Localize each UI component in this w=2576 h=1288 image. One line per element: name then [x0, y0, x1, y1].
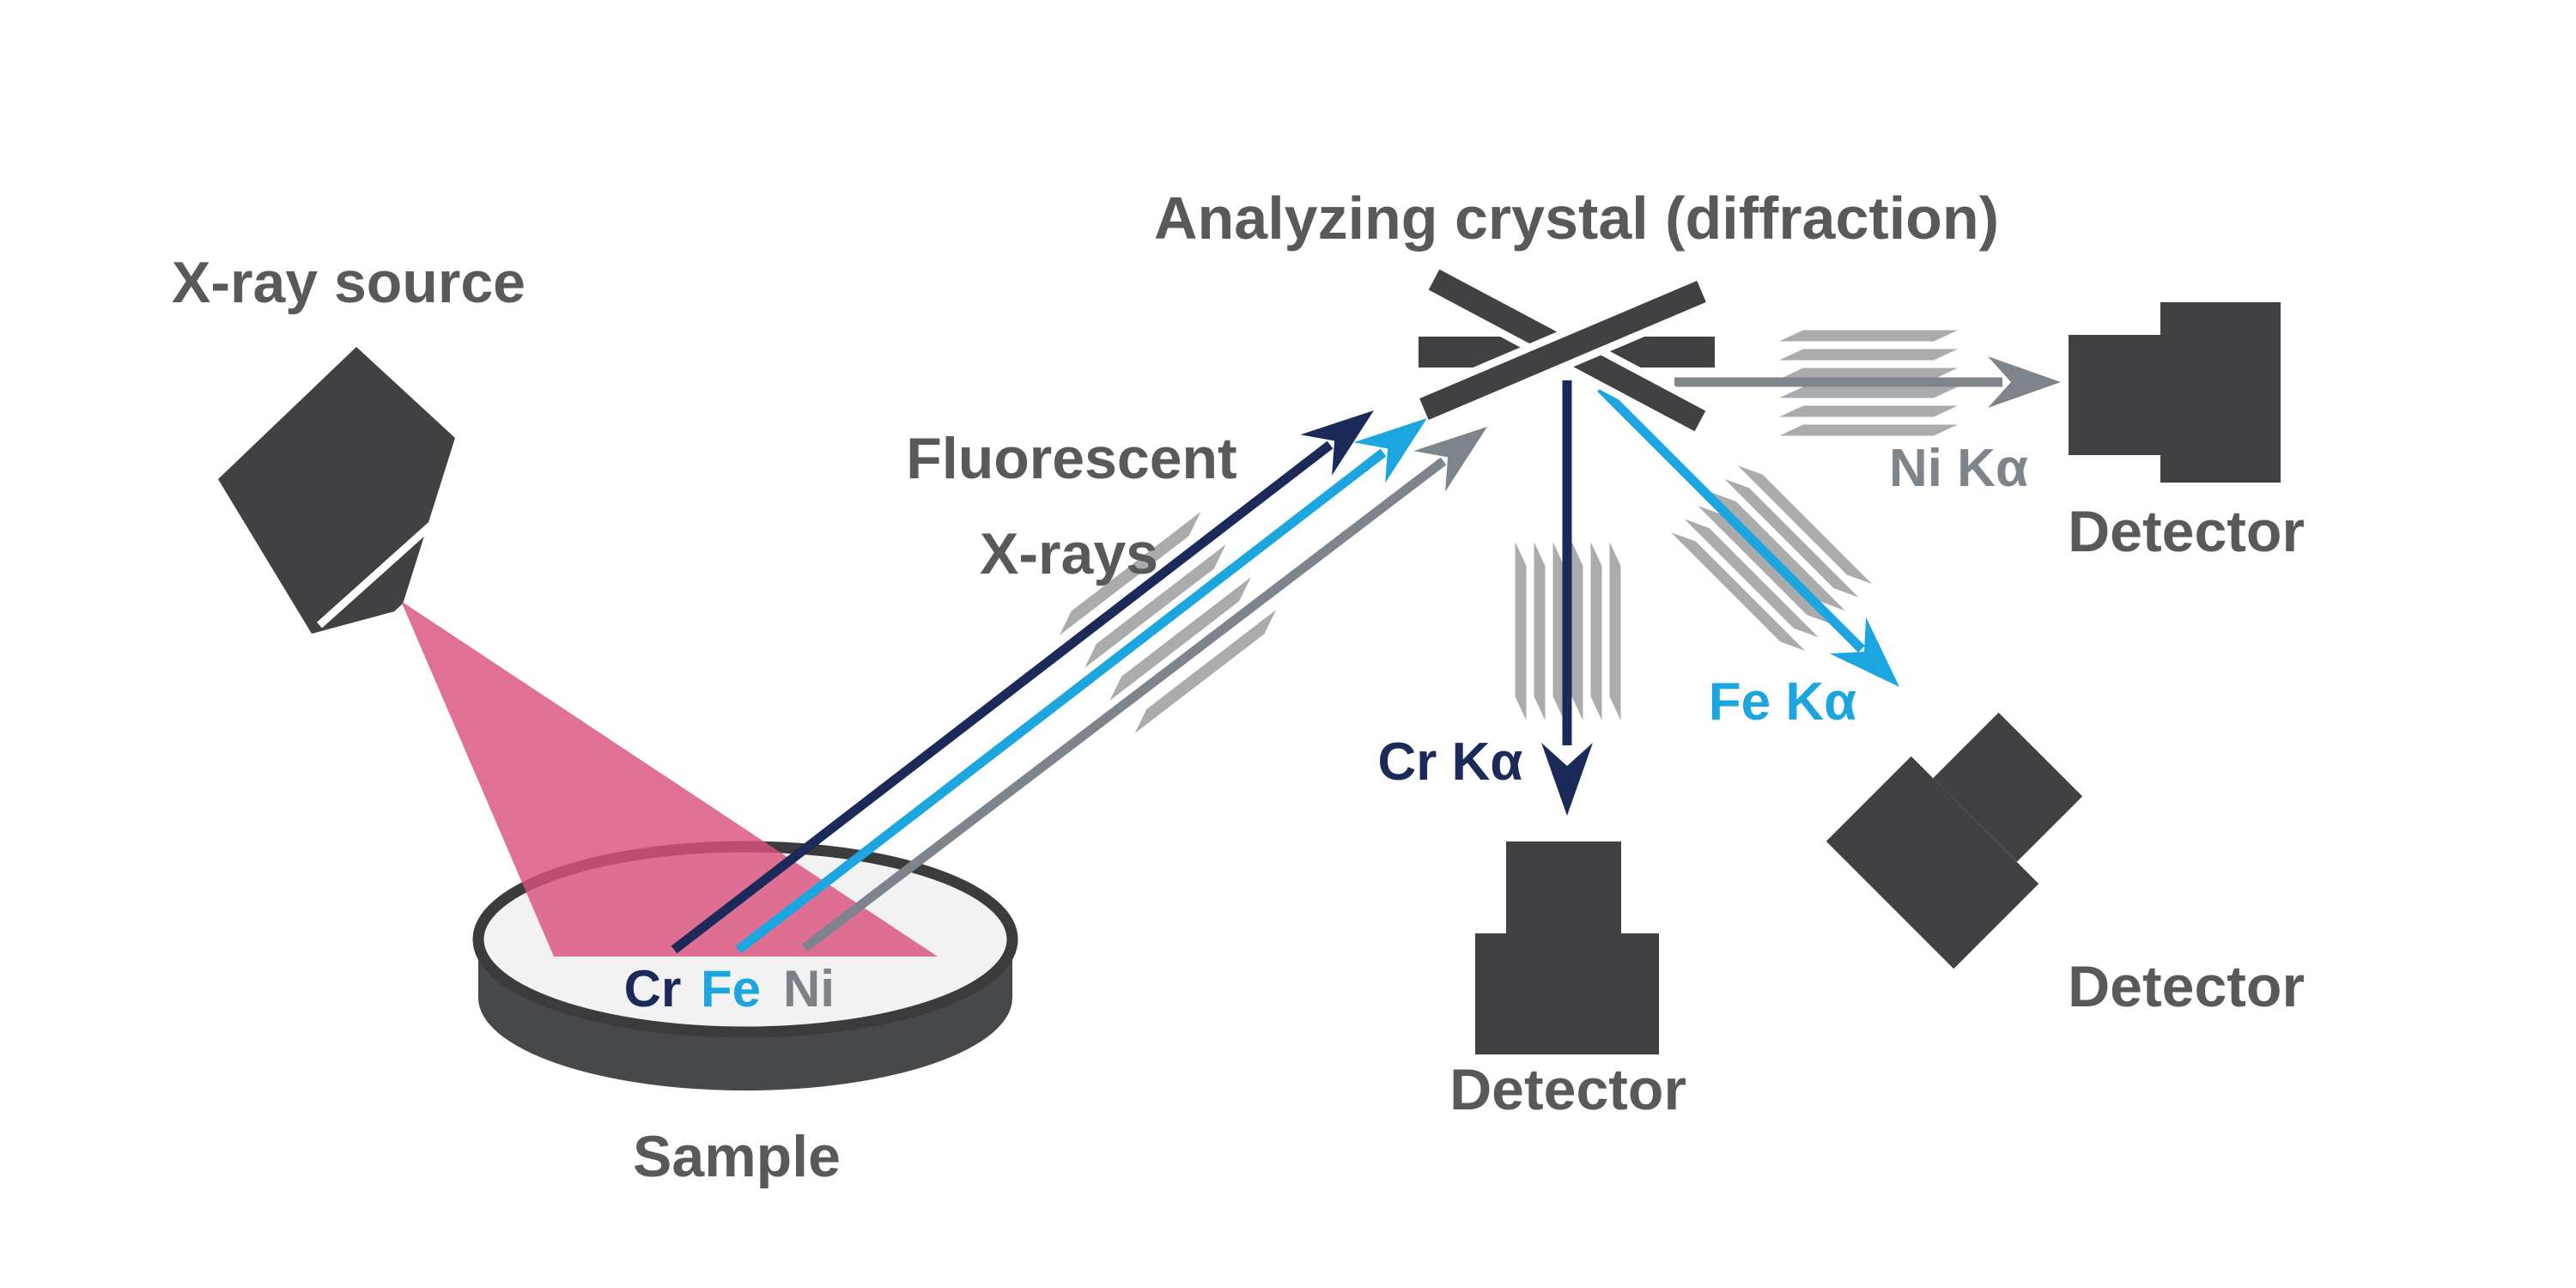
title-analyzing-crystal: Analyzing crystal (diffraction) — [1154, 185, 1999, 252]
x-ray-source-slit-inner — [374, 570, 442, 635]
x-ray-source-icon — [218, 347, 455, 635]
collimator-slat — [1779, 349, 1958, 361]
collimator-slat — [1571, 542, 1583, 720]
sample-element-ni: Ni — [783, 960, 835, 1018]
fe-ka-label: Fe Kα — [1709, 672, 1856, 732]
collimator-slat — [1724, 478, 1859, 598]
detector-cr-icon — [1475, 841, 1659, 1054]
x-ray-source-body — [218, 347, 455, 634]
detector-ni-icon — [2069, 302, 2281, 483]
collimator-slat — [1084, 544, 1226, 668]
cr-ka-label: Cr Kα — [1377, 732, 1522, 792]
fluorescent-ray-cr — [671, 440, 1334, 954]
collimator-slat — [1779, 368, 1958, 380]
collimator-slat — [1134, 610, 1277, 734]
collimator-ni — [1779, 330, 1958, 436]
detector-ni-body — [2160, 302, 2281, 483]
analyzing-crystal — [1409, 258, 1716, 442]
fluorescent-ray-ni — [801, 457, 1447, 952]
collimator-fe — [1670, 465, 1873, 651]
cr-ka-arrowhead — [1541, 743, 1593, 816]
collimator-slat — [1779, 405, 1958, 417]
collimator-slat — [1059, 511, 1201, 635]
fluorescent-xrays-label-line1: Fluorescent — [906, 426, 1236, 491]
collimator-slat — [1609, 542, 1621, 720]
collimator-slat — [1698, 505, 1832, 624]
collimator-slat — [1109, 577, 1251, 701]
fe-ka-arrowhead — [1829, 617, 1899, 687]
fluorescent-arrowhead-fe — [1353, 418, 1427, 483]
detector-fe-label: Detector — [2068, 954, 2305, 1019]
collimator-slat — [1779, 330, 1958, 342]
x-ray-source-slit-outer — [316, 503, 455, 629]
sample-element-cr: Cr — [624, 960, 682, 1018]
detector-fe-icon — [1826, 712, 2083, 969]
collimator-slat — [1534, 542, 1546, 720]
fluorescent-xrays-label-line2: X-rays — [980, 521, 1158, 586]
detector-fe-nose — [1933, 712, 2083, 862]
sample-label: Sample — [633, 1124, 841, 1189]
fluorescent-arrowhead-cr — [1300, 410, 1374, 476]
collimator-slat — [1779, 424, 1958, 436]
crystal-bar-ascending — [1409, 270, 1716, 430]
sample-dish-wall — [478, 939, 1012, 1091]
collimator-slat — [1515, 542, 1527, 720]
collimator-fluorescent — [1059, 511, 1277, 734]
ni-ka-label: Ni Kα — [1889, 439, 2028, 498]
detector-ni-label: Detector — [2068, 499, 2305, 564]
collimator-slat — [1590, 542, 1602, 720]
collimator-slat — [1779, 386, 1958, 398]
detector-fe-body — [1826, 756, 2039, 969]
diffracted-ray-fe — [1597, 385, 1865, 653]
collimator-slat — [1710, 492, 1845, 611]
ni-ka-arrowhead — [1988, 356, 2061, 408]
x-ray-source-label: X-ray source — [172, 250, 526, 315]
collimator-slat — [1552, 542, 1564, 720]
collimator-cr — [1515, 542, 1621, 720]
detector-cr-nose — [1506, 841, 1621, 933]
detector-cr-body — [1475, 933, 1659, 1054]
primary-xray-beam — [401, 601, 938, 957]
sample-element-fe: Fe — [701, 960, 761, 1018]
detector-cr-label: Detector — [1449, 1057, 1686, 1122]
fluorescent-arrowhead-ni — [1413, 427, 1487, 492]
detector-ni-nose — [2069, 335, 2160, 455]
collimator-slat — [1737, 465, 1873, 585]
collimator-slat — [1670, 532, 1806, 651]
collimator-slat — [1684, 519, 1819, 638]
fluorescent-ray-fe — [735, 448, 1387, 954]
